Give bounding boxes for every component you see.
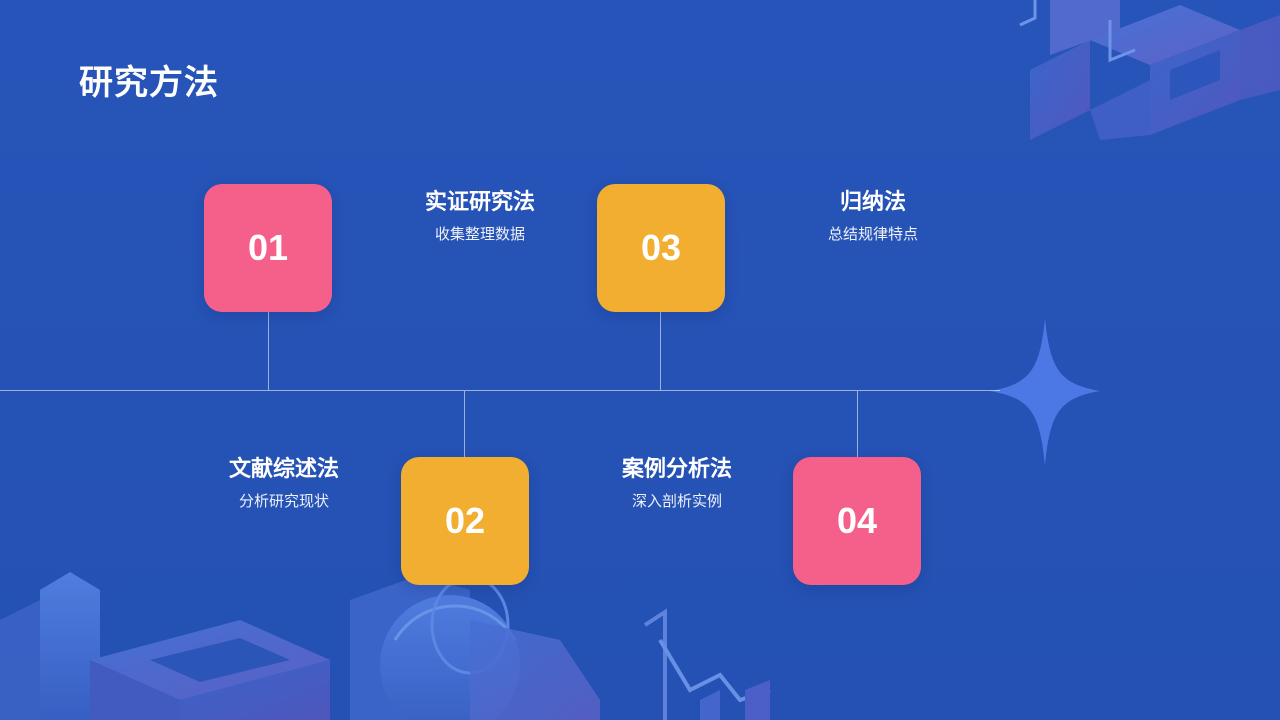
step-number: 04 bbox=[836, 500, 878, 541]
isometric-building-icon bbox=[0, 572, 330, 720]
step-number-badge: 02 bbox=[401, 457, 529, 585]
step-text-block: 实证研究法 收集整理数据 bbox=[370, 188, 590, 244]
step-number-badge: 04 bbox=[793, 457, 921, 585]
connector-step-2 bbox=[464, 391, 465, 457]
page-title: 研究方法 bbox=[79, 63, 219, 103]
step-number: 01 bbox=[247, 227, 289, 268]
step-text-block: 文献综述法 分析研究现状 bbox=[174, 455, 394, 511]
isometric-building-icon bbox=[1019, 0, 1280, 140]
connector-step-3 bbox=[660, 312, 661, 390]
step-number-badge: 03 bbox=[597, 184, 725, 312]
step-heading: 实证研究法 bbox=[424, 190, 535, 215]
step-number: 03 bbox=[640, 227, 682, 268]
step-heading: 案例分析法 bbox=[621, 457, 732, 482]
step-text-block: 案例分析法 深入剖析实例 bbox=[567, 455, 787, 511]
step-description: 分析研究现状 bbox=[238, 492, 329, 510]
step-description: 总结规律特点 bbox=[827, 225, 918, 243]
step-number: 02 bbox=[444, 500, 486, 541]
step-description: 深入剖析实例 bbox=[631, 492, 722, 510]
connector-step-4 bbox=[857, 391, 858, 457]
step-heading: 文献综述法 bbox=[228, 457, 339, 482]
globe-icon bbox=[350, 575, 600, 720]
step-number-badge: 01 bbox=[204, 184, 332, 312]
sparkle-star-icon bbox=[990, 318, 1100, 466]
step-description: 收集整理数据 bbox=[434, 225, 525, 243]
step-heading: 归纳法 bbox=[839, 190, 906, 215]
step-text-block: 归纳法 总结规律特点 bbox=[763, 188, 983, 244]
timeline-line bbox=[0, 390, 1000, 391]
bar-chart-icon bbox=[643, 608, 771, 720]
connector-step-1 bbox=[268, 312, 269, 390]
